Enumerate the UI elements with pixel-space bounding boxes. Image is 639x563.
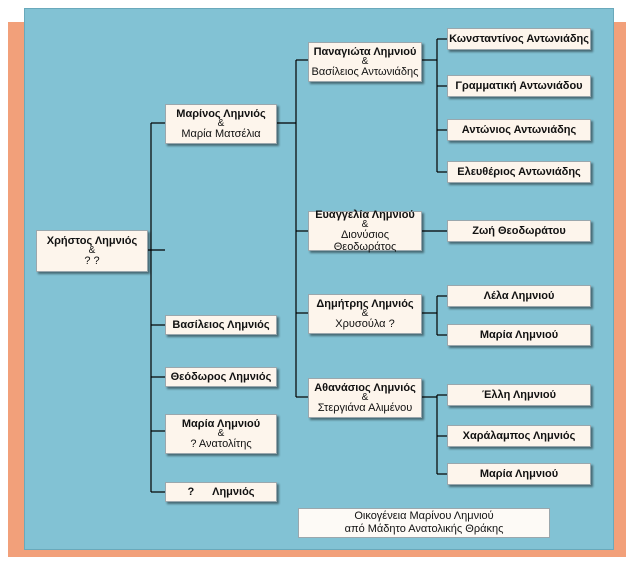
ampersand: & xyxy=(217,118,225,129)
person-name: Ζωή Θεοδωράτου xyxy=(472,225,566,237)
background-frame-blue xyxy=(24,8,614,550)
person-box-eleftherios: Ελευθέριος Αντωνιάδης xyxy=(447,161,591,183)
person-name: Έλλη Λημνιού xyxy=(481,389,557,401)
person-name: Γραμματική Αντωνιάδου xyxy=(455,80,583,92)
person-name: Θεόδωρος Λημνιός xyxy=(170,371,272,383)
person-box-theodoros: Θεόδωρος Λημνιός xyxy=(165,367,277,387)
spouse-name: Μαρία Ματσέλια xyxy=(181,128,261,140)
spouse-name: ? Ανατολίτης xyxy=(190,438,252,450)
person-box-zoi: Ζωή Θεοδωράτου xyxy=(447,220,591,242)
person-box-maria-dimitris: Μαρία Λημνιού xyxy=(447,324,591,346)
person-box-evangelia: Ευαγγελία Λημνιού & Διονύσιος Θεοδωράτος xyxy=(308,209,422,253)
person-name: Κωνσταντίνος Αντωνιάδης xyxy=(449,33,589,45)
person-box-grammatiki: Γραμματική Αντωνιάδου xyxy=(447,75,591,97)
person-name: Χαράλαμπος Λημνιός xyxy=(462,430,576,442)
person-box-maria-athanasios: Μαρία Λημνιού xyxy=(447,463,591,485)
person-name: Δημήτρης Λημνιός xyxy=(316,298,414,310)
person-box-maria: Μαρία Λημνιού & ? Ανατολίτης xyxy=(165,414,277,454)
person-box-unknown: ? Λημνιός xyxy=(165,482,277,502)
ampersand: & xyxy=(361,56,369,67)
caption-line-1: Οικογένεια Μαρίνου Λημνιού xyxy=(354,510,494,522)
person-box-antonios: Αντώνιος Αντωνιάδης xyxy=(447,119,591,141)
ampersand: & xyxy=(361,392,369,403)
person-name: Μαρία Λημνιού xyxy=(181,418,261,430)
person-box-elli: Έλλη Λημνιού xyxy=(447,384,591,406)
person-name: Μαρία Λημνιού xyxy=(479,329,559,341)
person-name: Μαρίνος Λημνιός xyxy=(176,108,266,120)
person-name: Λέλα Λημνιού xyxy=(483,290,555,302)
spouse-name: Βασίλειος Αντωνιάδης xyxy=(311,66,419,78)
spouse-name: Χρυσούλα ? xyxy=(335,318,395,330)
ampersand: & xyxy=(217,428,225,439)
person-name: Αντώνιος Αντωνιάδης xyxy=(461,124,577,136)
person-name: Μαρία Λημνιού xyxy=(479,468,559,480)
person-name: Ευαγγελία Λημνιού xyxy=(315,209,415,221)
person-box-panagiota: Παναγιώτα Λημνιού & Βασίλειος Αντωνιάδης xyxy=(308,42,422,82)
person-box-konstantinos: Κωνσταντίνος Αντωνιάδης xyxy=(447,28,591,50)
person-name: Αθανάσιος Λημνιός xyxy=(314,382,416,394)
caption-box: Οικογένεια Μαρίνου Λημνιού από Μάδητο Αν… xyxy=(298,508,550,538)
person-box-marinos: Μαρίνος Λημνιός & Μαρία Ματσέλια xyxy=(165,104,277,144)
person-name: Παναγιώτα Λημνιού xyxy=(313,46,417,58)
ampersand: & xyxy=(361,219,369,230)
person-box-charalampos: Χαράλαμπος Λημνιός xyxy=(447,425,591,447)
ampersand: & xyxy=(361,308,369,319)
spouse-name: Στεργιάνα Αλιμένου xyxy=(317,402,413,414)
person-box-dimitris: Δημήτρης Λημνιός & Χρυσούλα ? xyxy=(308,294,422,334)
person-box-lela: Λέλα Λημνιού xyxy=(447,285,591,307)
person-name: Βασίλειος Λημνιός xyxy=(172,319,270,331)
ampersand: & xyxy=(88,245,96,256)
person-name: Χρήστος Λημνιός xyxy=(46,235,138,247)
person-name: Ελευθέριος Αντωνιάδης xyxy=(457,166,581,178)
caption-line-2: από Μάδητο Ανατολικής Θράκης xyxy=(344,523,504,535)
person-name: ? Λημνιός xyxy=(187,486,255,498)
person-box-vasileios: Βασίλειος Λημνιός xyxy=(165,315,277,335)
person-box-athanasios: Αθανάσιος Λημνιός & Στεργιάνα Αλιμένου xyxy=(308,378,422,418)
spouse-name: Διονύσιος Θεοδωράτος xyxy=(333,229,397,253)
person-box-root: Χρήστος Λημνιός & ? ? xyxy=(36,230,148,272)
spouse-name: ? ? xyxy=(84,255,100,267)
